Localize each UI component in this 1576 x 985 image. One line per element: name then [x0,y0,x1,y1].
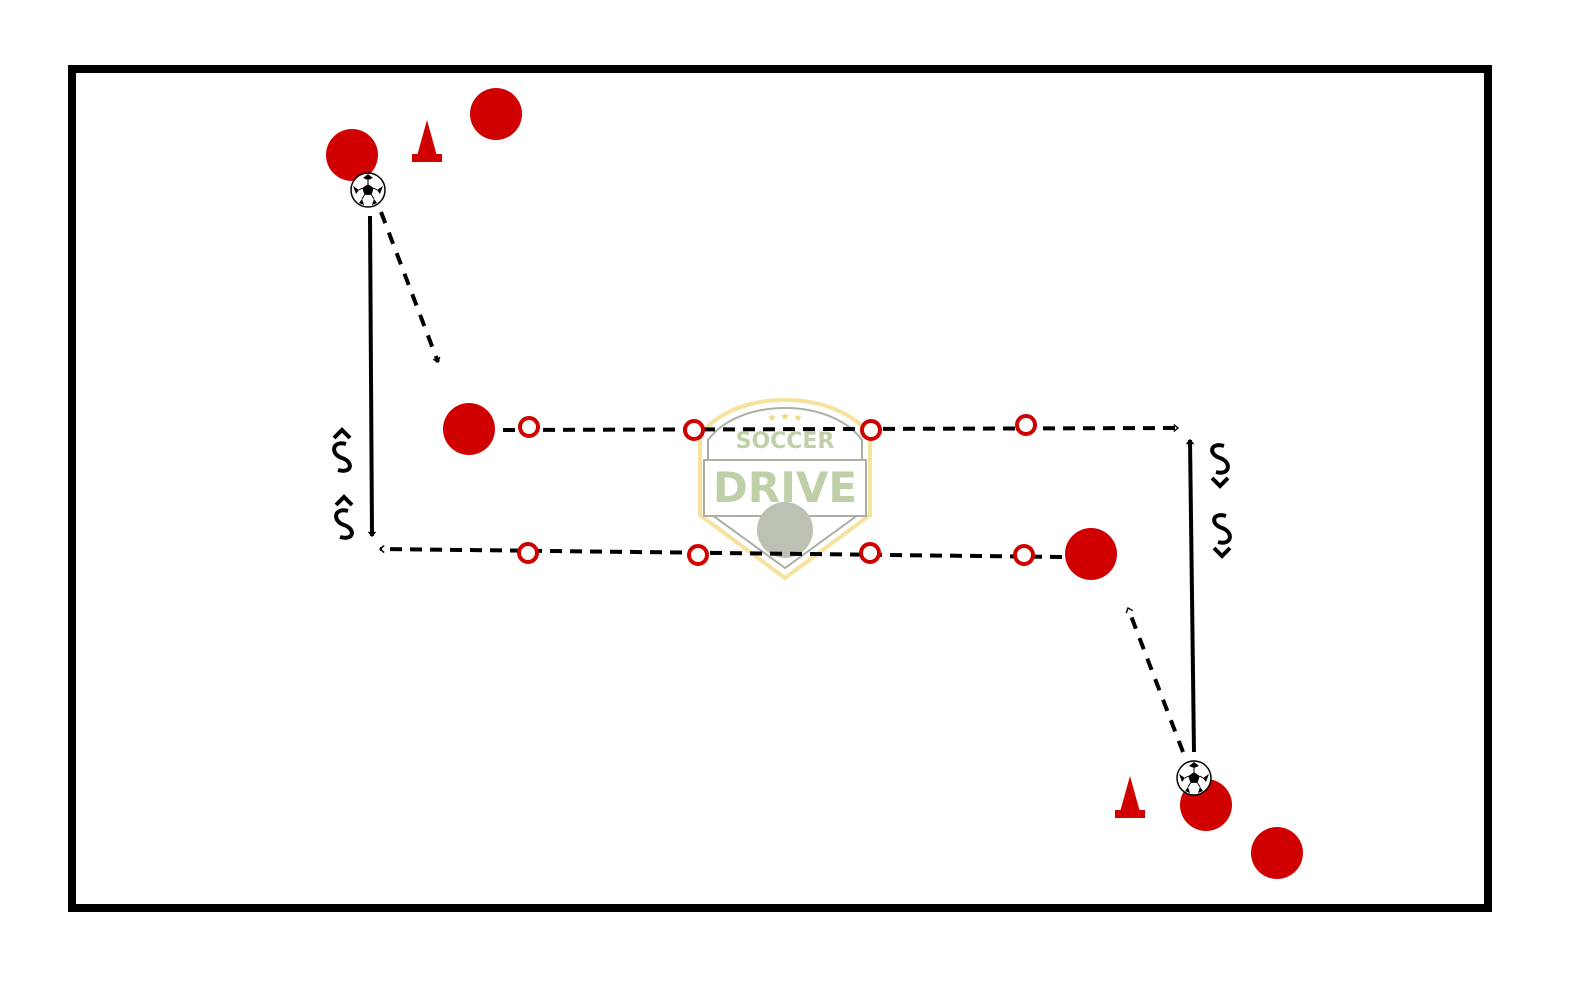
marker-disc-icon [859,542,881,564]
soccer-drive-watermark: ★ ★ ★ SOCCER DRIVE [698,397,872,581]
watermark-line1: SOCCER [736,429,835,454]
player-icon [1251,827,1303,879]
player-icon [326,129,378,181]
player-icon [470,88,522,140]
pass-arrow-top [502,423,1180,433]
dribble-arrow-right [1186,438,1196,753]
pass-arrow-bottom [378,545,1063,559]
marker-disc-icon [860,419,882,441]
svg-text:★: ★ [794,413,803,424]
marker-discs [517,414,1037,566]
marker-disc-icon [683,419,705,441]
player-icon [443,403,495,455]
marker-disc-icon [1013,544,1035,566]
svg-text:★: ★ [768,413,777,424]
marker-disc-icon [518,416,540,438]
dribble-arrow-left [367,215,377,538]
svg-text:★: ★ [780,410,790,423]
run-arrow-top-left [379,211,441,364]
player-icon [1065,528,1117,580]
marker-disc-icon [687,544,709,566]
marker-disc-icon [1015,414,1037,436]
ball-icon [1176,760,1212,796]
watermark-line2: DRIVE [713,463,857,512]
marker-disc-icon [517,542,539,564]
run-arrow-bottom-right [1125,606,1185,753]
ball-icon [350,172,386,208]
